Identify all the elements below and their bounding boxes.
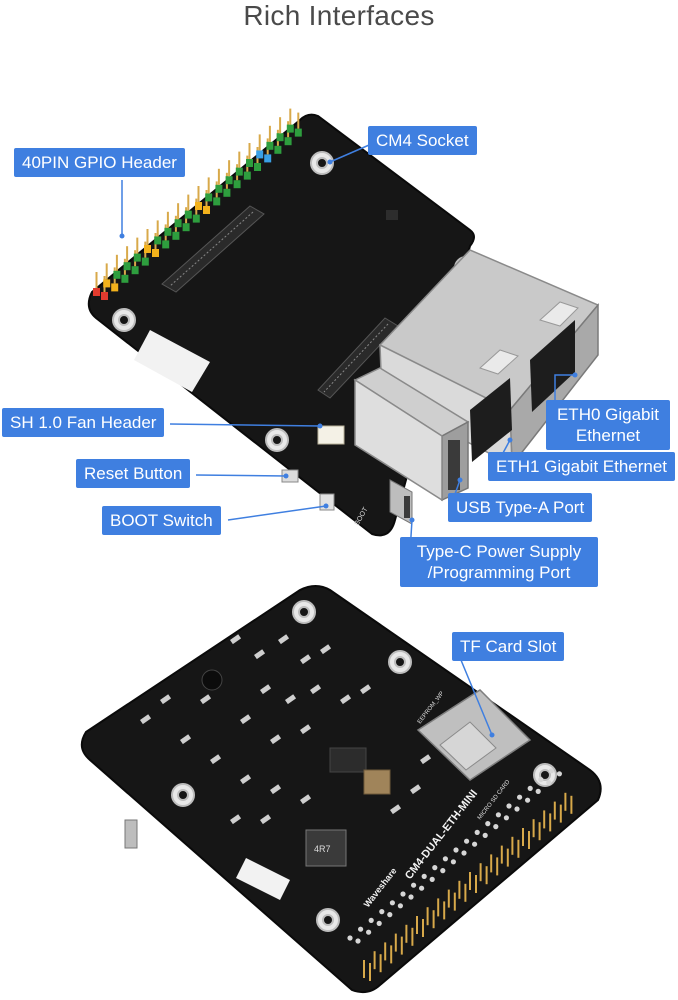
callout-usb-a: USB Type-A Port (448, 493, 593, 522)
bottom-gpio-pins (347, 768, 573, 981)
gpio-header (93, 108, 302, 300)
top-board: BOOT (87, 108, 600, 537)
callout-eth0-line2: Ethernet (575, 426, 641, 445)
bottom-sticker (236, 858, 290, 900)
callout-tf-card-slot: TF Card Slot (452, 632, 565, 661)
callout-boot-switch: BOOT Switch (102, 506, 221, 535)
page-title: Rich Interfaces (243, 0, 435, 31)
callout-gpio-header: 40PIN GPIO Header (14, 148, 185, 177)
callout-eth0-line1: ETH0 Gigabit (556, 405, 660, 424)
callout-type-c-line2: /Programming Port (427, 563, 571, 582)
callout-eth1: ETH1 Gigabit Ethernet (488, 452, 676, 481)
leader-lines (121, 141, 575, 736)
inductor-label: 4R7 (314, 844, 331, 854)
inductor (305, 829, 347, 867)
ic-chip (329, 747, 367, 773)
bottom-board: 4R7 CM4-DUAL-ETH-MINI Waveshare MICRO SD… (80, 585, 602, 994)
usb-a-port (353, 367, 470, 502)
label-sticker (134, 330, 210, 392)
side-connector (124, 819, 138, 849)
callout-type-c-line1: Type-C Power Supply (416, 542, 582, 561)
callout-type-c: Type-C Power Supply /Programming Port (400, 537, 598, 587)
callout-reset-button: Reset Button (76, 459, 191, 488)
smd-components (140, 634, 432, 825)
fan-header (317, 425, 345, 445)
tf-card-slot (416, 689, 532, 781)
buzzer (201, 669, 223, 691)
cm4-socket (161, 205, 399, 399)
callout-fan-header: SH 1.0 Fan Header (2, 408, 165, 437)
callout-eth0: ETH0 Gigabit Ethernet (546, 400, 670, 450)
callout-cm4-socket: CM4 Socket (368, 126, 477, 155)
crystal (363, 769, 391, 795)
